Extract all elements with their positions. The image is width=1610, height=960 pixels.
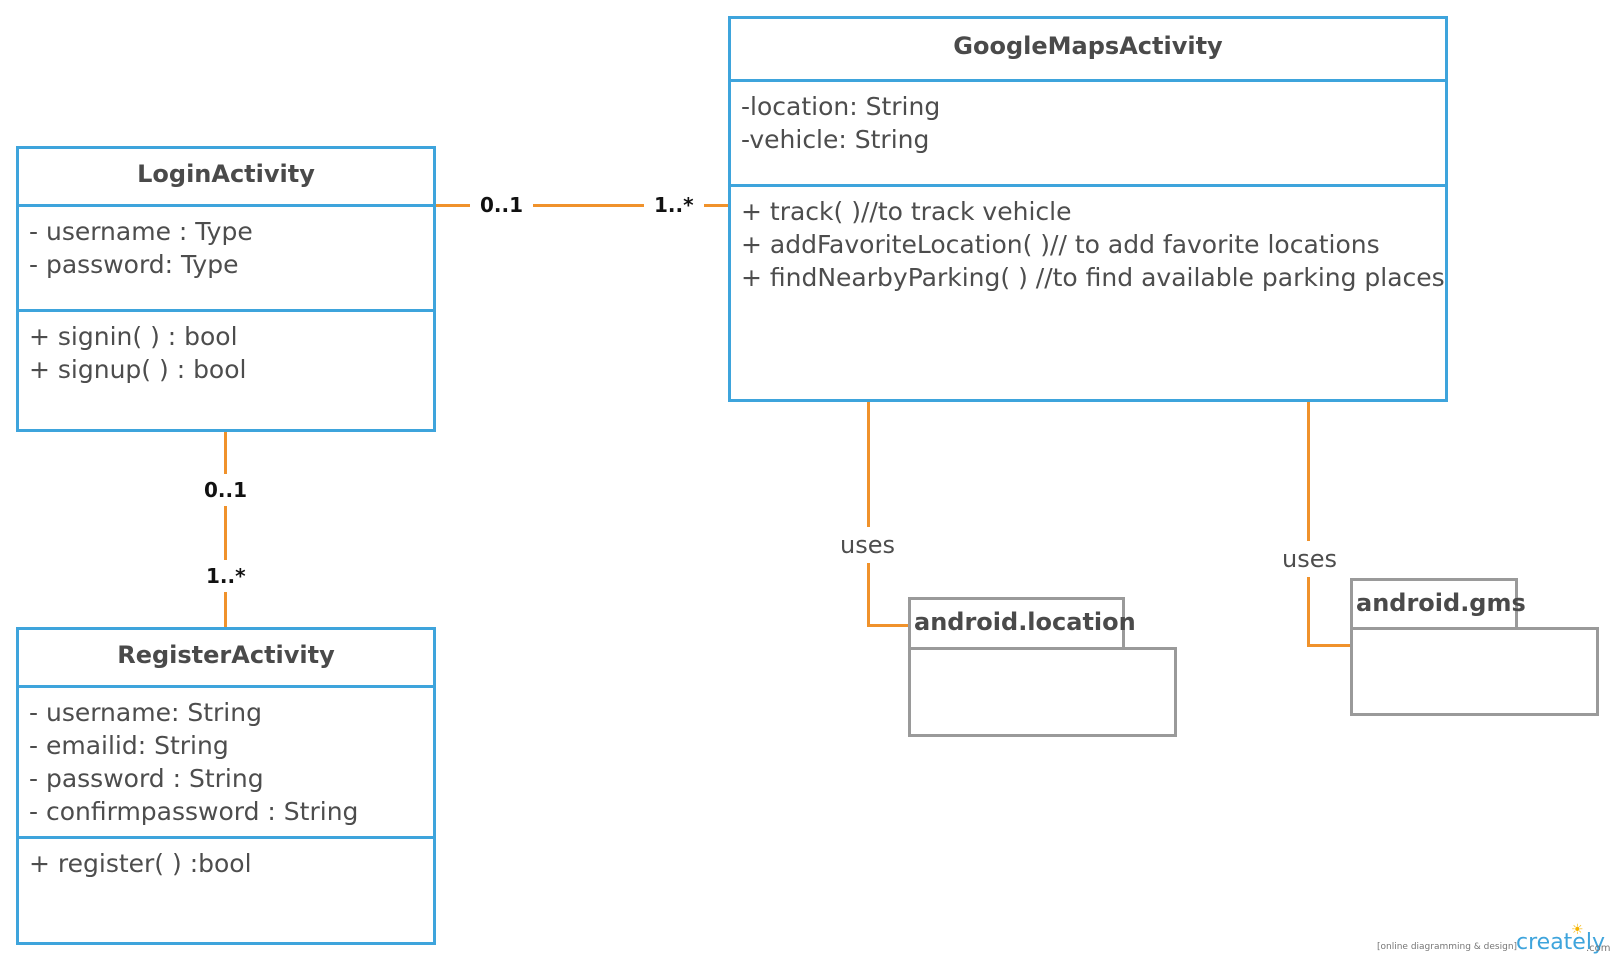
class-register-activity[interactable]: RegisterActivity - username: String - em…	[16, 627, 436, 945]
creately-logo: creately	[1516, 930, 1605, 955]
class-name: LoginActivity	[19, 149, 433, 207]
class-name: RegisterActivity	[19, 630, 433, 688]
attribute: - username : Type	[29, 217, 253, 246]
dependency-line-maps-location-elbow	[867, 624, 909, 627]
attribute: -location: String	[741, 92, 941, 121]
operation: + findNearbyParking( ) //to find availab…	[741, 263, 1445, 292]
operation: + addFavoriteLocation( )// to add favori…	[741, 230, 1380, 259]
operation: + signin( ) : bool	[29, 322, 238, 351]
footer-tagline: [online diagramming & design]	[1377, 942, 1518, 952]
class-name: GoogleMapsActivity	[731, 19, 1445, 82]
class-operations: + register( ) :bool	[19, 839, 433, 880]
dependency-line-maps-gms-elbow	[1307, 644, 1352, 647]
class-google-maps-activity[interactable]: GoogleMapsActivity -location: String -ve…	[728, 16, 1448, 402]
attribute: - username: String	[29, 698, 262, 727]
dependency-label-gms: uses	[1276, 541, 1343, 577]
operation: + track( )//to track vehicle	[741, 197, 1072, 226]
package-android-gms-tab[interactable]: android.gms	[1350, 578, 1526, 630]
association-line-login-maps	[420, 204, 732, 207]
operation: + signup( ) : bool	[29, 355, 247, 384]
operation: + register( ) :bool	[29, 849, 252, 878]
sun-icon: ☀	[1571, 922, 1584, 938]
multiplicity-maps-from-login: 1..*	[644, 193, 704, 217]
multiplicity-register-from-login: 1..*	[198, 560, 254, 592]
dependency-line-maps-location	[867, 402, 870, 627]
dependency-line-maps-gms	[1307, 402, 1310, 647]
multiplicity-login-to-maps: 0..1	[470, 193, 534, 217]
class-attributes: - username : Type - password: Type	[19, 207, 433, 312]
class-login-activity[interactable]: LoginActivity - username : Type - passwo…	[16, 146, 436, 432]
class-attributes: - username: String - emailid: String - p…	[19, 688, 433, 839]
class-operations: + track( )//to track vehicle + addFavori…	[731, 187, 1445, 294]
attribute: - emailid: String	[29, 731, 229, 760]
attribute: - password : String	[29, 764, 264, 793]
attribute: - password: Type	[29, 250, 239, 279]
package-android-location-body[interactable]	[908, 647, 1177, 737]
association-line-login-register	[224, 430, 227, 627]
class-operations: + signin( ) : bool + signup( ) : bool	[19, 312, 433, 386]
multiplicity-login-to-register: 0..1	[196, 474, 256, 506]
package-android-location-tab[interactable]: android.location	[908, 597, 1136, 650]
attribute: -vehicle: String	[741, 125, 930, 154]
class-attributes: -location: String -vehicle: String	[731, 82, 1445, 187]
footer-domain: .com	[1586, 943, 1610, 954]
package-android-gms-body[interactable]	[1350, 627, 1599, 716]
dependency-label-location: uses	[834, 527, 901, 563]
attribute: - confirmpassword : String	[29, 797, 359, 826]
